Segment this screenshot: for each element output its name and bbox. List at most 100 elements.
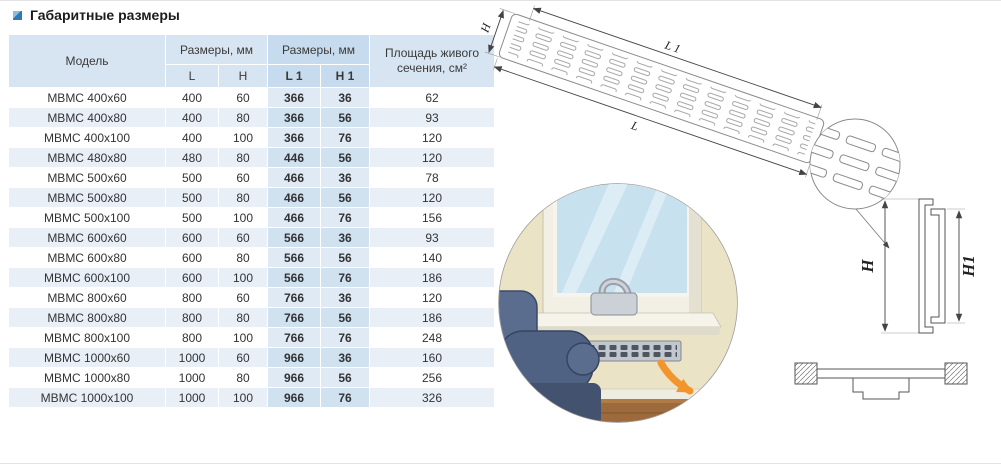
- cell-model: МВМС 600x80: [8, 247, 166, 268]
- cell-l: 800: [165, 307, 219, 328]
- cell-h: 80: [218, 147, 268, 168]
- cell-l: 500: [165, 187, 219, 208]
- cell-h1: 76: [320, 207, 370, 228]
- cell-l: 600: [165, 267, 219, 288]
- cell-h: 100: [218, 267, 268, 288]
- cell-l1: 466: [267, 207, 321, 228]
- cell-area: 156: [369, 207, 495, 228]
- cell-model: МВМС 1000x100: [8, 387, 166, 408]
- cross-section-drawing: [794, 362, 968, 400]
- cell-area: 120: [369, 287, 495, 308]
- cell-h: 80: [218, 187, 268, 208]
- cell-model: МВМС 500x80: [8, 187, 166, 208]
- cell-l1: 366: [267, 87, 321, 108]
- col-header-h1: H 1: [320, 64, 370, 88]
- dimension-h-profile: H: [858, 198, 923, 334]
- cell-l: 500: [165, 167, 219, 188]
- cell-l1: 366: [267, 127, 321, 148]
- profile-inner-channel: [930, 208, 946, 324]
- cell-l: 500: [165, 207, 219, 228]
- cell-l1: 446: [267, 147, 321, 168]
- cell-area: 326: [369, 387, 495, 408]
- installation-inset: [498, 183, 738, 423]
- cell-l1: 966: [267, 387, 321, 408]
- cell-l1: 566: [267, 267, 321, 288]
- cell-l: 400: [165, 127, 219, 148]
- dimension-h1-profile: H1: [947, 208, 978, 324]
- cell-l: 600: [165, 227, 219, 248]
- cell-model: МВМС 400x100: [8, 127, 166, 148]
- cell-l1: 766: [267, 307, 321, 328]
- cell-h1: 36: [320, 167, 370, 188]
- cell-h1: 56: [320, 147, 370, 168]
- cell-area: 62: [369, 87, 495, 108]
- cell-h1: 36: [320, 87, 370, 108]
- col-header-dims-l1h1: Размеры, мм: [267, 34, 370, 65]
- cell-h1: 56: [320, 367, 370, 388]
- cell-h1: 76: [320, 387, 370, 408]
- section-header: Габаритные размеры: [13, 7, 180, 23]
- leader-line: [855, 208, 890, 249]
- cell-h: 60: [218, 87, 268, 108]
- cell-l: 600: [165, 247, 219, 268]
- cell-l: 800: [165, 327, 219, 348]
- cell-h1: 56: [320, 187, 370, 208]
- cell-area: 120: [369, 147, 495, 168]
- cell-model: МВМС 1000x60: [8, 347, 166, 368]
- cell-h: 100: [218, 327, 268, 348]
- cell-l1: 466: [267, 187, 321, 208]
- cell-l1: 366: [267, 107, 321, 128]
- cell-h: 100: [218, 127, 268, 148]
- cell-area: 256: [369, 367, 495, 388]
- cell-model: МВМС 800x80: [8, 307, 166, 328]
- cell-area: 93: [369, 107, 495, 128]
- col-header-h: H: [218, 64, 268, 88]
- cell-l: 400: [165, 87, 219, 108]
- cell-h1: 36: [320, 347, 370, 368]
- cell-model: МВМС 600x100: [8, 267, 166, 288]
- label-h: H: [477, 20, 494, 35]
- label-h-profile: H: [858, 259, 877, 274]
- cell-l1: 566: [267, 247, 321, 268]
- label-l1: L 1: [662, 37, 682, 56]
- cell-model: МВМС 600x60: [8, 227, 166, 248]
- cell-h1: 76: [320, 267, 370, 288]
- cell-model: МВМС 1000x80: [8, 367, 166, 388]
- section-bullet-icon: [13, 11, 22, 20]
- cell-l1: 466: [267, 167, 321, 188]
- cell-area: 120: [369, 127, 495, 148]
- cell-l1: 966: [267, 367, 321, 388]
- cell-l1: 766: [267, 327, 321, 348]
- cell-area: 248: [369, 327, 495, 348]
- label-h1-profile: H1: [959, 255, 978, 278]
- cell-l1: 766: [267, 287, 321, 308]
- grille-detail-circle: [809, 118, 901, 249]
- cell-h1: 76: [320, 127, 370, 148]
- cell-h: 60: [218, 167, 268, 188]
- cell-model: МВМС 400x60: [8, 87, 166, 108]
- cell-area: 78: [369, 167, 495, 188]
- cell-model: МВМС 500x60: [8, 167, 166, 188]
- grille-perspective-drawing: L 1 L H: [477, 5, 825, 178]
- vent-unit: [590, 278, 638, 316]
- cell-h1: 56: [320, 107, 370, 128]
- cell-area: 186: [369, 307, 495, 328]
- profile-outer-channel: [918, 198, 934, 334]
- cell-l1: 966: [267, 347, 321, 368]
- cell-h: 80: [218, 107, 268, 128]
- cell-h1: 36: [320, 227, 370, 248]
- col-header-l: L: [165, 64, 219, 88]
